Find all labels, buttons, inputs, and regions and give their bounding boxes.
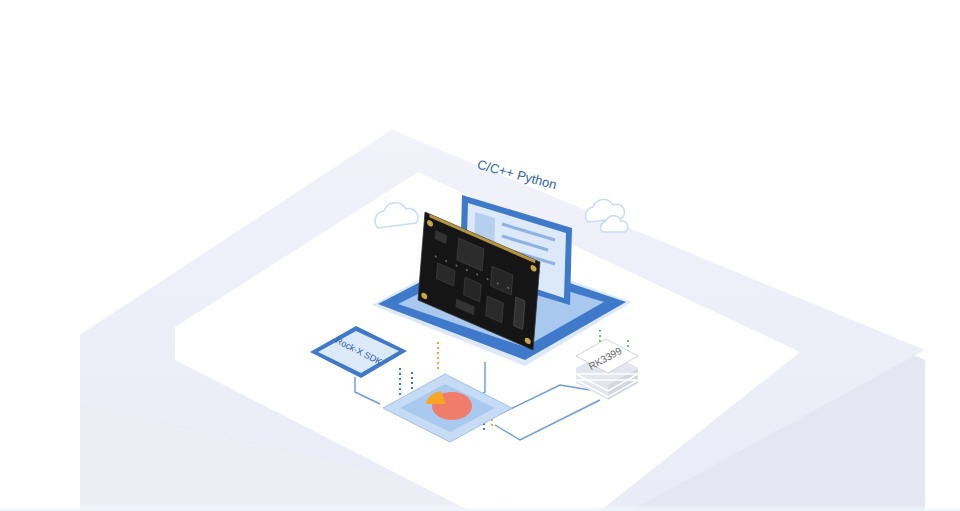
board-module-part xyxy=(421,292,427,300)
board-module-part xyxy=(436,263,454,286)
board-module-part xyxy=(457,238,484,271)
board-module-part xyxy=(491,266,513,295)
chip-stack xyxy=(576,339,638,400)
sdk-box-part xyxy=(318,331,399,373)
dotted-line-part xyxy=(437,342,439,372)
board-dot xyxy=(486,278,488,281)
board-module-part xyxy=(525,337,531,345)
board-module xyxy=(418,212,540,350)
board-dot xyxy=(507,287,509,290)
chip-node: RK3399 xyxy=(570,332,640,402)
board-module-part xyxy=(486,296,504,323)
cloud-part xyxy=(375,203,418,228)
chip-stack-part xyxy=(576,374,638,391)
board-dot xyxy=(476,273,478,276)
platform-slab-part xyxy=(80,130,925,511)
board-module-part xyxy=(418,212,540,350)
platform-slab-part xyxy=(0,505,960,511)
chart-tile-part xyxy=(383,374,512,442)
platform-slab-part xyxy=(80,130,925,511)
chart-tile-part xyxy=(400,384,495,432)
node-label: Rock-X SDK xyxy=(334,336,384,368)
board-module-part xyxy=(514,297,525,330)
dotted-line-part xyxy=(399,368,401,396)
board-dot xyxy=(455,264,457,267)
board-module-part xyxy=(464,277,482,302)
wire-part xyxy=(355,377,380,404)
board-module-part xyxy=(435,230,447,244)
chip-stack-part xyxy=(576,339,638,373)
chart-tile xyxy=(383,374,512,442)
dotted-line-part xyxy=(599,330,601,342)
sdk-box xyxy=(310,326,407,378)
chip-stack-part xyxy=(576,380,638,397)
monitor-part-part xyxy=(502,236,548,250)
board-module-part xyxy=(456,298,475,315)
monitor-node: C/C++ Python xyxy=(458,150,576,310)
sdk-box-part xyxy=(310,326,407,378)
wire-part xyxy=(498,385,590,415)
cloud-part xyxy=(601,216,628,232)
node-label: RK3399 xyxy=(587,344,624,371)
board-dot xyxy=(445,260,447,263)
board-module-part xyxy=(435,255,510,289)
platform-slab-part xyxy=(175,172,800,511)
chart-tile-part xyxy=(426,391,446,404)
wire-part xyxy=(495,400,600,440)
board-dot xyxy=(497,282,499,285)
platform-slab xyxy=(0,130,960,511)
wire xyxy=(355,362,600,440)
board-module-part xyxy=(427,219,433,227)
board-module-part xyxy=(530,264,536,272)
board-dot xyxy=(466,269,468,272)
node-label: C/C++ Python xyxy=(476,158,559,193)
board-dot xyxy=(435,255,437,258)
sdk-node: Rock-X SDK xyxy=(310,325,407,379)
